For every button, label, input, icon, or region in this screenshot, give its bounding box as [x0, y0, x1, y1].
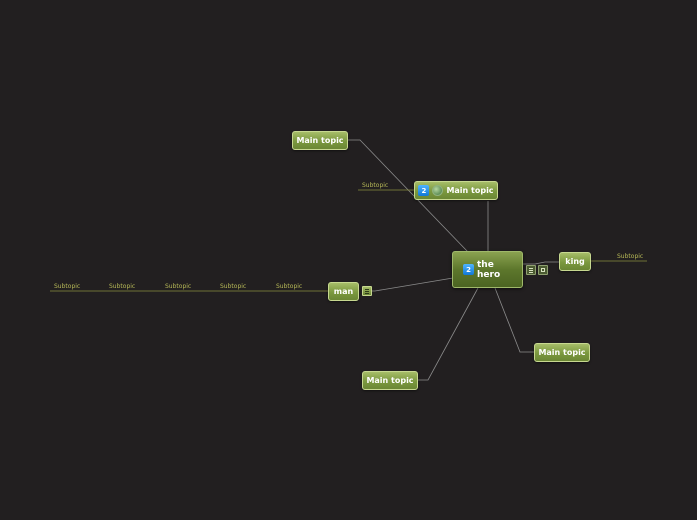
central-topic-label: the hero [477, 259, 501, 280]
central-topic[interactable]: 2 the hero [452, 251, 523, 288]
priority-badge-icon: 2 [463, 264, 474, 275]
subtopic-man-2[interactable]: Subtopic [109, 283, 136, 290]
topic-label: Main topic [538, 348, 586, 357]
task-icon[interactable] [362, 286, 372, 296]
connector-bottom-left [418, 287, 479, 381]
topic-label: Main topic [296, 136, 344, 145]
subtopic-man-3[interactable]: Subtopic [165, 283, 192, 290]
topic-man[interactable]: man [328, 282, 359, 301]
priority-badge-icon: 2 [418, 185, 430, 196]
subtopic-man-1[interactable]: Subtopic [54, 283, 81, 290]
calendar-icon[interactable] [538, 265, 548, 275]
notes-icon[interactable] [526, 265, 536, 275]
connector-top-left [348, 139, 469, 253]
connector-king [522, 261, 559, 265]
globe-icon [432, 185, 444, 196]
topic-label: Main topic [446, 186, 494, 195]
topic-label: king [565, 257, 585, 266]
topic-label: man [333, 287, 354, 296]
topic-top[interactable]: 2 Main topic [414, 181, 498, 200]
topic-king[interactable]: king [559, 252, 591, 271]
subtopic-king[interactable]: Subtopic [617, 253, 644, 260]
subtopic-top[interactable]: Subtopic [362, 182, 389, 189]
topic-label: Main topic [366, 376, 414, 385]
topic-bottom-left[interactable]: Main topic [362, 371, 418, 390]
connector-man [372, 277, 454, 292]
connector-bottom-right [494, 287, 534, 353]
topic-bottom-right[interactable]: Main topic [534, 343, 590, 362]
subtopic-man-5[interactable]: Subtopic [276, 283, 303, 290]
topic-top-left[interactable]: Main topic [292, 131, 348, 150]
subtopic-man-4[interactable]: Subtopic [220, 283, 247, 290]
